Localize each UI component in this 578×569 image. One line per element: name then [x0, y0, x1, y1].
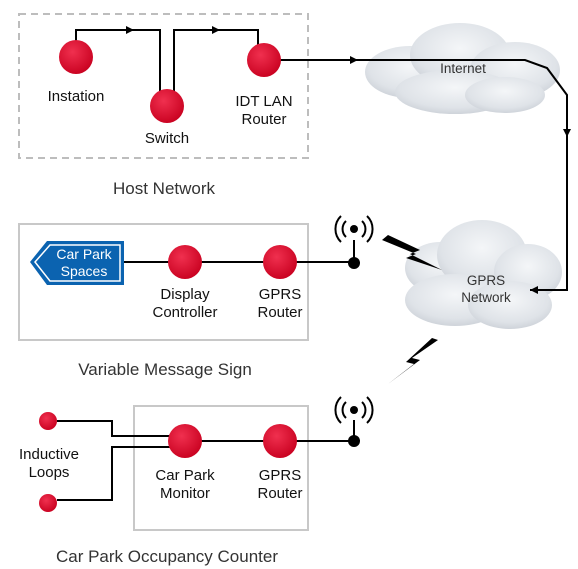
host-network-caption: Host Network: [113, 179, 216, 198]
gprs-cloud-label-1: GPRS: [467, 273, 505, 288]
lightning-icon: [388, 338, 438, 384]
gprs-router-vms-label-1: GPRS: [259, 286, 302, 303]
inductive-loop-node[interactable]: [39, 494, 57, 512]
car-park-spaces-sign[interactable]: Car Park Spaces: [30, 241, 124, 285]
gprs-router-vms-label-2: Router: [257, 304, 302, 321]
gprs-router-cpo-node[interactable]: [263, 424, 297, 458]
car-park-monitor-label-2: Monitor: [160, 485, 210, 502]
switch-node[interactable]: [150, 89, 184, 123]
internet-label: Internet: [440, 61, 486, 76]
host-wiring: [75, 29, 568, 291]
idt-lan-router-node[interactable]: [247, 43, 281, 77]
gprs-router-vms-node[interactable]: [263, 245, 297, 279]
gprs-router-cpo-label-1: GPRS: [259, 467, 302, 484]
sign-line2: Spaces: [61, 263, 108, 279]
vms-wiring: [124, 240, 355, 263]
gprs-cloud-label-2: Network: [461, 290, 511, 305]
sign-line1: Car Park: [56, 246, 112, 262]
inductive-loop-node[interactable]: [39, 412, 57, 430]
inductive-loops-label-2: Loops: [29, 464, 70, 481]
car-park-monitor-label-1: Car Park: [155, 467, 215, 484]
switch-label: Switch: [145, 130, 189, 147]
host-network-box: [18, 13, 309, 159]
idt-router-label-2: Router: [241, 111, 286, 128]
vms-caption: Variable Message Sign: [78, 360, 252, 379]
inductive-loops-label-1: Inductive: [19, 446, 79, 463]
cpo-box: [133, 405, 309, 531]
idt-router-label-1: IDT LAN: [235, 93, 292, 110]
instation-node[interactable]: [59, 40, 93, 74]
vms-box: [18, 223, 309, 341]
display-controller-node[interactable]: [168, 245, 202, 279]
vms-antenna-icon: [334, 215, 374, 269]
arrowheads: [126, 26, 571, 294]
display-label-1: Display: [160, 286, 210, 303]
car-park-monitor-node[interactable]: [168, 424, 202, 458]
lightning-icon: [382, 235, 442, 270]
gprs-network-cloud: [405, 220, 562, 329]
cpo-caption: Car Park Occupancy Counter: [56, 547, 278, 566]
instation-label: Instation: [48, 88, 105, 105]
display-label-2: Controller: [152, 304, 217, 321]
gprs-router-cpo-label-2: Router: [257, 485, 302, 502]
cpo-antenna-icon: [334, 396, 374, 447]
